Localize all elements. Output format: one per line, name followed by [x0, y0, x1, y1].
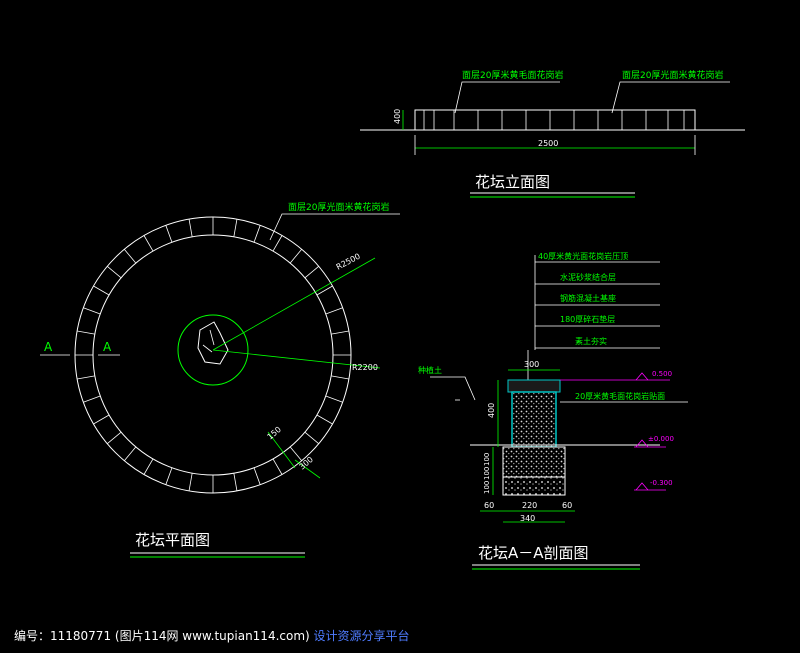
section-mark-left: A — [44, 340, 53, 354]
plan-dim-a: 150 — [266, 425, 283, 442]
section-dim-base-3: 100 — [483, 481, 491, 494]
stone-joint — [188, 219, 193, 237]
stone-joint — [316, 285, 333, 296]
stone-joint — [325, 395, 343, 403]
section-dim-bottom-left: 60 — [484, 501, 494, 510]
section-dim-base-2: 100 — [483, 467, 491, 480]
stone-joint — [165, 467, 173, 485]
elevation-note-left: 面层20厚米黄毛面花岗岩 — [462, 69, 563, 81]
section-layer-1: 40厚米黄光面花岗岩压顶 — [538, 251, 628, 261]
stone-joint — [331, 330, 349, 335]
plan-radius-inner: R2200 — [352, 363, 378, 372]
section-dim-bottom-right: 60 — [562, 501, 572, 510]
section-dim-top: 300 — [524, 360, 539, 369]
stone-joint — [188, 473, 193, 491]
section-dim-bottom-mid: 220 — [522, 501, 537, 510]
footer-site-link[interactable]: 设计资源分享平台 — [313, 629, 410, 643]
section-level-top: 0.500 — [652, 370, 672, 378]
stone-joint — [77, 330, 95, 335]
stone-joint — [123, 446, 137, 461]
section-view — [430, 255, 688, 570]
elevation-view — [360, 81, 745, 198]
section-mark-right: A — [103, 340, 112, 354]
section-level-bottom: -0.300 — [650, 479, 673, 487]
section-dim-base-1: 100 — [483, 453, 491, 466]
section-title: 花坛A－A剖面图 — [478, 544, 589, 562]
section-layer-4: 180厚碎石垫层 — [560, 314, 615, 324]
stone-joint — [93, 414, 110, 425]
section-layer-5: 素土夯实 — [575, 336, 607, 346]
elevation-dim-height: 400 — [393, 109, 402, 124]
stone-joint — [289, 446, 303, 461]
stone-joint — [107, 265, 122, 279]
stone-joint — [93, 285, 110, 296]
stone-joint — [272, 458, 283, 475]
section-level-ground: ±0.000 — [648, 435, 674, 443]
stone-joint — [272, 235, 283, 252]
elevation-title: 花坛立面图 — [475, 173, 550, 191]
elevation-dim-length: 2500 — [538, 139, 558, 148]
footer-id-text: 编号：11180771 (图片114网 www.tupian114.com) — [14, 629, 310, 643]
plan-radius-outer: R2500 — [335, 252, 362, 272]
section-dim-bottom-total: 340 — [520, 514, 535, 523]
plan-note: 面层20厚光面米黄花岗岩 — [288, 201, 389, 213]
section-layer-2: 水泥砂浆结合层 — [560, 272, 616, 282]
plan-view — [40, 213, 400, 558]
stone-joint — [316, 414, 333, 425]
stone-joint — [107, 431, 122, 445]
plan-dim-b: 300 — [298, 455, 315, 472]
stone-joint — [143, 458, 154, 475]
section-soil-label: 种植土 — [418, 365, 442, 375]
stone-joint — [289, 249, 303, 264]
stone-joint — [331, 375, 349, 380]
footer-bar: 编号：11180771 (图片114网 www.tupian114.com) 设… — [0, 620, 800, 653]
stone-joint — [304, 265, 319, 279]
section-cap-note: 20厚米黄毛面花岗岩贴面 — [575, 391, 665, 401]
stone-joint — [253, 467, 261, 485]
elevation-note-right: 面层20厚光面米黄花岗岩 — [622, 69, 723, 81]
section-layer-3: 钢筋混凝土基座 — [560, 293, 616, 303]
stone-joint — [123, 249, 137, 264]
section-dim-wall: 400 — [487, 403, 496, 418]
plan-title: 花坛平面图 — [135, 531, 210, 549]
stone-joint — [83, 395, 101, 403]
stone-joint — [143, 235, 154, 252]
stone-joint — [233, 219, 238, 237]
stone-joint — [325, 307, 343, 315]
stone-joint — [233, 473, 238, 491]
stone-joint — [77, 375, 95, 380]
stone-joint — [165, 225, 173, 243]
stone-joint — [83, 307, 101, 315]
stone-joint — [304, 431, 319, 445]
stone-joint — [253, 225, 261, 243]
